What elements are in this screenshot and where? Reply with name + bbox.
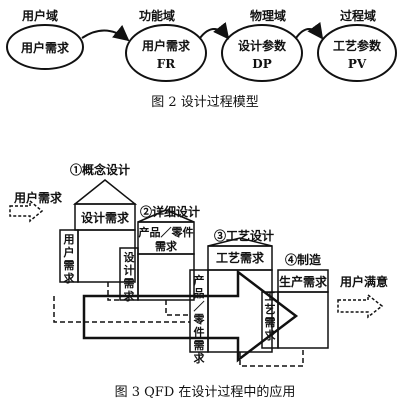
user-domain-text: 用户需求 bbox=[20, 40, 70, 55]
stage2-top-text-2: 需求 bbox=[155, 239, 178, 253]
process-domain-code: PV bbox=[348, 57, 367, 71]
stage3-top-text: 工艺需求 bbox=[216, 250, 265, 265]
stage3-label: ③工艺设计 bbox=[214, 228, 274, 243]
stage1-roof bbox=[72, 179, 138, 205]
stage1-top-text: 设计需求 bbox=[81, 210, 130, 225]
ellipse-process-domain bbox=[317, 24, 397, 82]
output-label: 用户满意 bbox=[339, 274, 388, 289]
domain-title-process: 过程域 bbox=[340, 8, 376, 23]
domain-title-user: 用户域 bbox=[21, 8, 58, 23]
ellipse-user-domain bbox=[6, 24, 84, 70]
input-label: 用户需求 bbox=[13, 190, 63, 205]
mapping-arrow-2 bbox=[199, 22, 230, 40]
ellipse-physical-domain bbox=[221, 24, 303, 82]
mapping-arrow-1 bbox=[81, 24, 130, 42]
stage4-body-box bbox=[277, 291, 329, 349]
physical-domain-text: 设计参数 bbox=[238, 38, 287, 53]
stage1-side-text: 用户需求 bbox=[64, 233, 76, 285]
domain-title-function: 功能域 bbox=[139, 8, 175, 23]
ellipse-function-domain bbox=[125, 24, 207, 82]
fig3-diagram: ①概念设计 ②详细设计 ③工艺设计 ④制造 用户需求 设计需求 用户需求 产品／… bbox=[9, 162, 388, 400]
process-domain-text: 工艺参数 bbox=[333, 38, 382, 53]
feedback-line-1 bbox=[53, 296, 190, 323]
flow-arrow bbox=[82, 269, 299, 363]
fig2-caption: 图 2 设计过程模型 bbox=[151, 95, 259, 110]
stage2-top-text: 产品／零件 bbox=[139, 225, 194, 239]
mapping-arrow-3 bbox=[295, 21, 324, 40]
feedback-line-2 bbox=[107, 282, 120, 301]
stage1-body-box bbox=[77, 229, 136, 283]
physical-domain-code: DP bbox=[252, 57, 271, 71]
fig2-diagram: 用户域 功能域 物理域 过程域 用户需求 用户需求 FR 设计参数 DP 工艺参… bbox=[6, 8, 397, 110]
input-arrow bbox=[9, 199, 44, 223]
function-domain-code: FR bbox=[157, 57, 177, 71]
function-domain-text: 用户需求 bbox=[141, 38, 191, 53]
stage3-side-text: 产品／零件需求 bbox=[193, 273, 206, 365]
stage4-label: ④制造 bbox=[285, 252, 322, 267]
feedback-line-3 bbox=[165, 300, 190, 316]
stage1-label: ①概念设计 bbox=[70, 162, 130, 177]
stage4-top-text: 生产需求 bbox=[279, 274, 328, 289]
output-arrow bbox=[337, 293, 384, 319]
fig3-caption: 图 3 QFD 在设计过程中的应用 bbox=[115, 384, 296, 400]
stage2-body-box bbox=[137, 253, 195, 301]
domain-title-physical: 物理域 bbox=[250, 8, 286, 23]
